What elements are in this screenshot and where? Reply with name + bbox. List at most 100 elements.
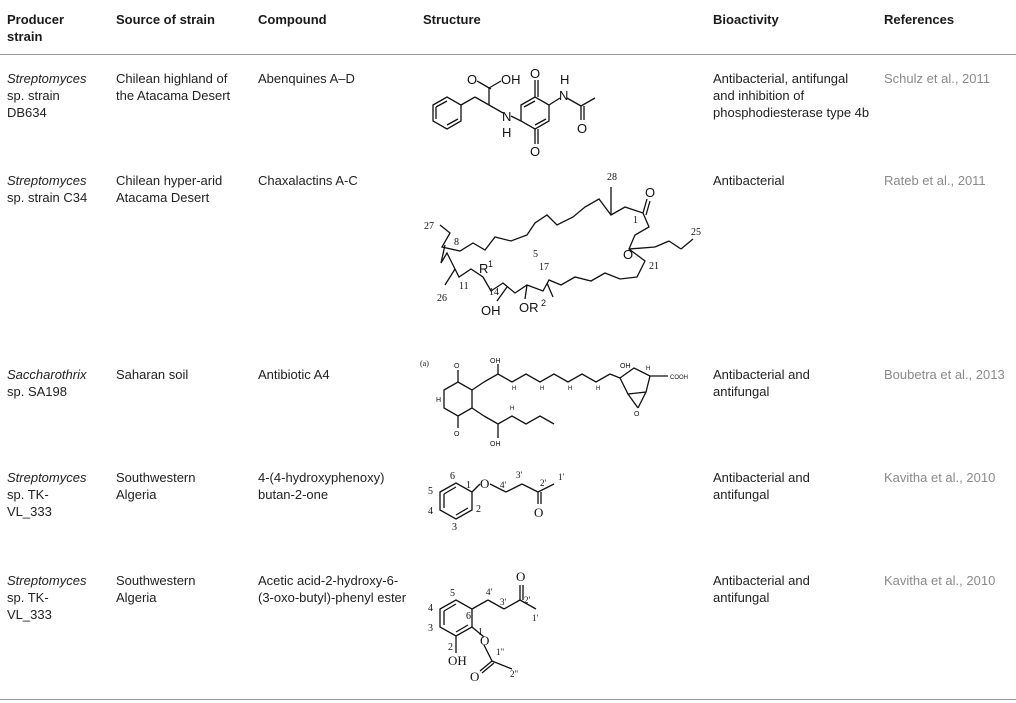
atom-label: 3 (452, 522, 457, 533)
table-row-source: Saharan soil (116, 367, 189, 382)
atom-label: 1 (488, 259, 493, 269)
atom-label: 1 (466, 480, 471, 491)
atom-label: 5 (428, 486, 433, 497)
table-row-reference[interactable]: Boubetra et al., 2013 (884, 367, 1005, 382)
atom-label: 1" (496, 647, 505, 657)
atom-label: 27 (424, 221, 434, 232)
atom-label: 6 (450, 471, 455, 482)
atom-label: 3' (500, 597, 507, 607)
atom-label: O (623, 247, 633, 262)
producer-strain: sp. strain C34 (7, 190, 88, 205)
atom-label: 3 (428, 623, 433, 634)
atom-label: (a) (420, 359, 429, 368)
structure-acetic-ester: 5 6 4 1 3 2 OH 4' 3' 2' 1' O O 1" 2" O (428, 569, 539, 684)
table-row-bioactivity: Antibacterial (713, 173, 785, 188)
atom-label: 1' (532, 613, 539, 623)
atom-label: OH (490, 358, 501, 365)
table-row-producer: Streptomyces sp. TK-VL_333 (7, 469, 87, 520)
atom-label: 2 (448, 642, 453, 653)
atom-label: H (560, 72, 569, 87)
header-bioactivity: Bioactivity (713, 12, 779, 27)
table-row-source: Chilean highland of the Atacama Desert (116, 71, 231, 103)
structure-antibiotic-a4: (a) OH OH OH H O O COOH H H H H H H O (420, 358, 688, 448)
table-row-bioactivity: Antibacterial and antifungal (713, 367, 810, 399)
atom-label: O (467, 72, 477, 87)
structure-abenquine: O O OH O N H N H O (432, 66, 596, 159)
atom-label: OH (490, 441, 501, 448)
atom-label: O (634, 411, 640, 418)
producer-strain: sp. TK-VL_333 (7, 487, 52, 519)
atom-label: H (540, 386, 544, 392)
atom-label: OH (501, 72, 521, 87)
table-row-compound: Abenquines A–D (258, 71, 355, 86)
atom-label: H (510, 406, 514, 412)
atom-label: N (559, 88, 568, 103)
table-row-producer: Streptomyces sp. strain DB634 (7, 70, 102, 121)
atom-label: 8 (454, 237, 459, 248)
table-row-producer: Streptomyces sp. strain C34 (7, 172, 102, 206)
atom-label: OH (448, 653, 467, 668)
table-row-compound: Chaxalactins A-C (258, 173, 358, 188)
atom-label: OR (519, 300, 539, 315)
table-row-reference[interactable]: Rateb et al., 2011 (884, 173, 986, 188)
table-row-source: Southwestern Algeria (116, 573, 196, 605)
producer-strain: sp. TK-VL_333 (7, 590, 52, 622)
producer-genus: Streptomyces (7, 470, 87, 485)
atom-label: 4 (428, 603, 433, 614)
atom-label: 28 (607, 172, 617, 183)
atom-label: 2' (540, 478, 547, 488)
table-row-compound: Antibiotic A4 (258, 367, 330, 382)
atom-label: 2" (510, 669, 519, 679)
atom-label: O (470, 669, 479, 684)
atom-label: 4' (500, 480, 507, 490)
atom-label: 11 (459, 281, 469, 292)
atom-label: OH (481, 303, 501, 318)
atom-label: H (596, 386, 600, 392)
atom-label: COOH (670, 375, 688, 381)
table-row-compound: 4-(4-hydroxyphenoxy) butan-2-one (258, 470, 385, 502)
atom-label: 14 (489, 287, 499, 298)
table-row-reference[interactable]: Schulz et al., 2011 (884, 71, 990, 86)
atom-label: 4 (428, 506, 433, 517)
table-row-source: Southwestern Algeria (116, 470, 196, 502)
atom-label: 4' (486, 587, 493, 597)
table-row-reference[interactable]: Kavitha et al., 2010 (884, 573, 996, 588)
producer-genus: Streptomyces (7, 573, 87, 588)
table-row-bioactivity: Antibacterial, antifungal and inhibition… (713, 71, 870, 120)
atom-label: 2 (541, 298, 546, 308)
producer-genus: Streptomyces (7, 173, 87, 188)
atom-label: O (577, 121, 587, 136)
atom-label: 6 (466, 611, 471, 622)
structure-chaxalactin: 28 27 8 5 1 O O 21 25 R 1 17 11 14 26 OH… (424, 172, 701, 318)
atom-label: O (534, 505, 543, 520)
table-row-source: Chilean hyper-arid Atacama Desert (116, 173, 223, 205)
atom-label: 1' (558, 472, 565, 482)
atom-label: O (480, 476, 489, 491)
atom-label: O (454, 431, 460, 438)
atom-label: H (568, 386, 572, 392)
table-row-reference[interactable]: Kavitha et al., 2010 (884, 470, 996, 485)
atom-label: 26 (437, 293, 447, 304)
atom-label: O (516, 569, 525, 584)
table-row-bioactivity: Antibacterial and antifungal (713, 470, 810, 502)
atom-label: 5 (533, 249, 538, 260)
atom-label: H (436, 397, 441, 404)
table-row-producer: Streptomyces sp. TK-VL_333 (7, 572, 87, 623)
table-row-bioactivity: Antibacterial and antifungal (713, 573, 810, 605)
atom-label: 3' (516, 470, 523, 480)
header-producer-strain: Producer strain (7, 12, 65, 44)
header-structure: Structure (423, 12, 481, 27)
header-divider (0, 54, 1016, 55)
atom-label: R (479, 261, 488, 276)
producer-genus: Streptomyces (7, 71, 87, 86)
table-row-producer: Saccharothrix sp. SA198 (7, 366, 102, 400)
atom-label: 2' (524, 595, 531, 605)
atom-label: O (530, 66, 540, 81)
atom-label: H (646, 366, 650, 372)
atom-label: N (502, 109, 511, 124)
atom-label: 2 (476, 504, 481, 515)
producer-strain: sp. SA198 (7, 384, 67, 399)
atom-label: 5 (450, 588, 455, 599)
atom-label: O (530, 144, 540, 159)
